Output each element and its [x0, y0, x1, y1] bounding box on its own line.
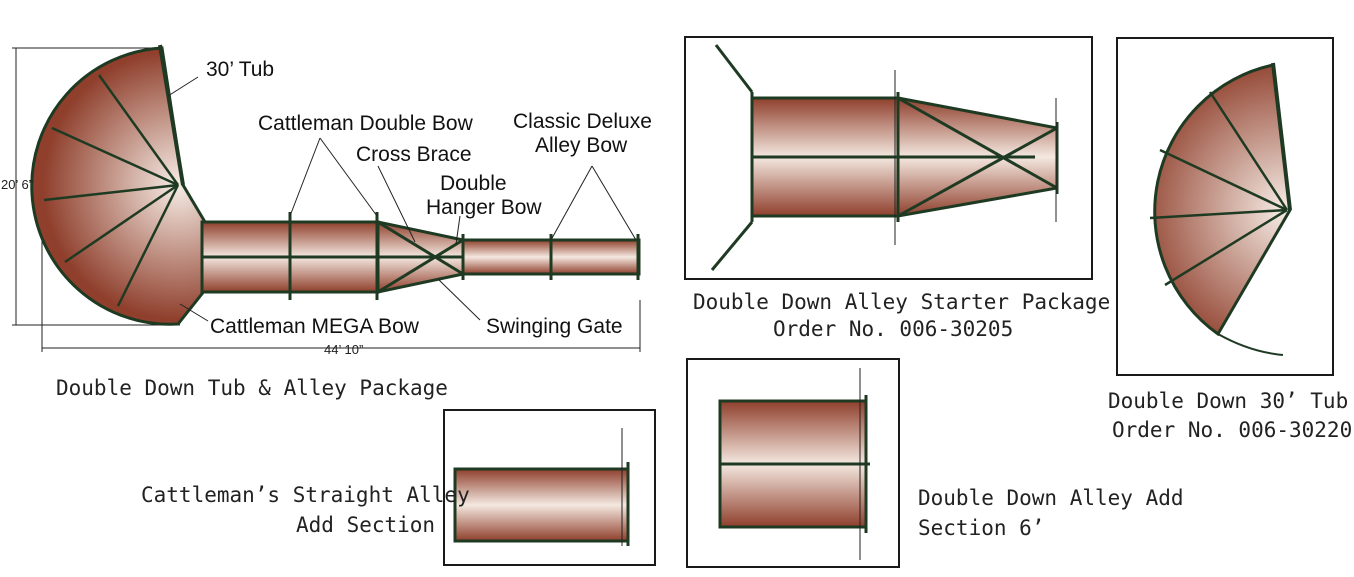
callout-cattleman-mega-bow: Cattleman MEGA Bow: [210, 315, 420, 338]
straight-alley-caption-line1: Cattleman’s Straight Alley: [141, 483, 470, 507]
callout-double-hanger-bow-line2: Hanger Bow: [426, 196, 542, 219]
height-dimension-label: 20’ 6”: [1, 177, 33, 192]
tub-alley-package-caption: Double Down Tub & Alley Package: [56, 376, 448, 400]
callout-classic-deluxe-line1: Classic Deluxe: [513, 110, 652, 133]
tub-30-caption-line1: Double Down 30’ Tub: [1108, 389, 1348, 413]
tub-alley-package-diagram: 30’ Tub Cattleman Double Bow Cross Brace…: [1, 44, 652, 400]
straight-alley-panel: Cattleman’s Straight Alley Add Section: [141, 409, 656, 566]
starter-package-caption-line1: Double Down Alley Starter Package: [693, 290, 1110, 314]
tub-30-caption-line2: Order No. 006-30220: [1112, 418, 1352, 442]
tub-gate-bar: [158, 44, 185, 186]
tub-ribs: [43, 74, 180, 307]
alley-add-caption-line1: Double Down Alley Add: [918, 486, 1184, 510]
starter-package-panel: Double Down Alley Starter Package Order …: [684, 36, 1110, 341]
width-dimension-label: 44’ 10”: [324, 342, 363, 357]
straight-alley-caption-line2: Add Section: [296, 513, 435, 537]
starter-package-caption-line2: Order No. 006-30205: [773, 317, 1013, 341]
callout-cross-brace: Cross Brace: [356, 143, 472, 166]
alley-add-panel: Double Down Alley Add Section 6’: [686, 358, 1184, 568]
callout-double-hanger-bow-line1: Double: [440, 172, 507, 195]
callout-leaders: [167, 76, 637, 322]
callout-swinging-gate: Swinging Gate: [486, 315, 623, 338]
callout-cattleman-double-bow: Cattleman Double Bow: [258, 112, 474, 135]
callout-classic-deluxe-line2: Alley Bow: [535, 134, 628, 157]
callout-30-tub: 30’ Tub: [206, 58, 274, 81]
tub-30-panel: Double Down 30’ Tub Order No. 006-30220: [1108, 37, 1352, 442]
alley-add-caption-line2: Section 6’: [918, 516, 1044, 540]
